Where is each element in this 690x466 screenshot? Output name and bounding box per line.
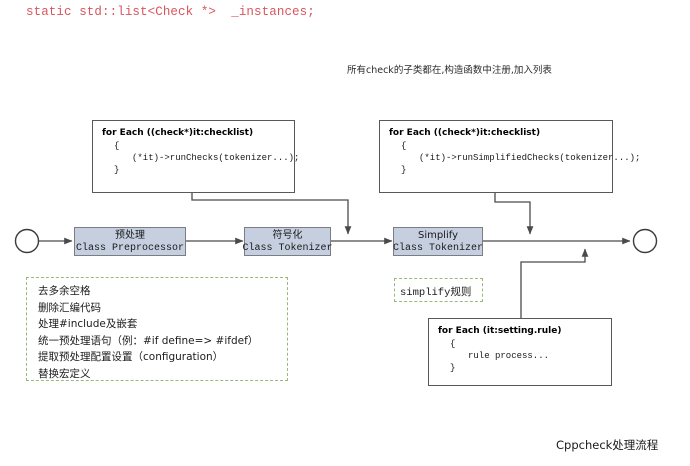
process-box-tokenizer[interactable]: 符号化 Class Tokenizer <box>242 227 333 256</box>
process-box-simplify-title: Simplify <box>417 229 459 241</box>
code-box-rule-process-header: for Each (it:setting.rule) <box>438 326 562 336</box>
wire-runsimplified-to-flow <box>494 193 534 235</box>
preprocess-note-item: 删除汇编代码 <box>38 301 101 314</box>
code-box-run-checks: for Each ((check*)it:checklist) { (*it)-… <box>92 120 300 193</box>
process-box-preprocessor-subtitle: Class Preprocessor <box>75 242 185 254</box>
checklist-registration-annotation: 所有check的子类都在,构造函数中注册,加入列表 <box>347 65 552 76</box>
preprocess-notes-box <box>26 277 288 381</box>
code-box-run-simplified-checks: for Each ((check*)it:checklist) { (*it)-… <box>379 120 641 193</box>
static-instances-declaration: static std::list<Check *> _instances; <box>26 5 315 19</box>
process-box-simplify-subtitle: Class Tokenizer <box>393 242 484 254</box>
simplify-note-box <box>394 278 483 302</box>
code-box-run-checks-brace-open: { <box>114 141 120 151</box>
preprocess-note-item: 提取预处理配置设置（configuration） <box>38 351 224 364</box>
process-box-tokenizer-subtitle: Class Tokenizer <box>242 242 333 254</box>
code-box-run-checks-body: (*it)->runChecks(tokenizer...); <box>132 153 300 163</box>
simplify-note-label: simplify规则 <box>400 287 472 299</box>
preprocess-note-item: 处理#include及嵌套 <box>38 318 138 331</box>
code-box-run-simplified-checks-brace-open: { <box>401 141 407 151</box>
code-box-rule-process-brace-open: { <box>450 339 456 349</box>
end-node <box>632 228 658 254</box>
code-box-run-simplified-checks-header: for Each ((check*)it:checklist) <box>389 128 541 138</box>
process-box-preprocessor[interactable]: 预处理 Class Preprocessor <box>74 227 186 256</box>
code-box-run-checks-header: for Each ((check*)it:checklist) <box>102 128 254 138</box>
diagram-caption: Cppcheck处理流程 <box>556 438 659 452</box>
preprocess-note-item: 统一预处理语句（例：#if define=> #ifdef） <box>38 334 259 347</box>
code-box-run-simplified-checks-brace-close: } <box>401 165 407 175</box>
process-box-preprocessor-title: 预处理 <box>115 229 145 241</box>
preprocess-note-item: 替换宏定义 <box>38 367 91 380</box>
process-box-simplify[interactable]: Simplify Class Tokenizer <box>393 227 483 256</box>
code-box-run-simplified-checks-body: (*it)->runSimplifiedChecks(tokenizer...)… <box>419 153 641 163</box>
process-box-tokenizer-title: 符号化 <box>272 229 303 241</box>
preprocess-notes-list: 去多余空格 删除汇编代码 处理#include及嵌套 统一预处理语句（例：#if… <box>38 283 258 383</box>
code-box-run-checks-brace-close: } <box>114 165 120 175</box>
code-box-rule-process-body: rule process... <box>468 351 550 361</box>
start-node <box>14 228 40 254</box>
preprocess-note-item: 去多余空格 <box>38 285 91 297</box>
code-box-rule-process: for Each (it:setting.rule) { rule proces… <box>428 318 612 386</box>
code-box-rule-process-brace-close: } <box>450 363 456 373</box>
wire-ruleprocess-to-flow <box>520 248 589 318</box>
